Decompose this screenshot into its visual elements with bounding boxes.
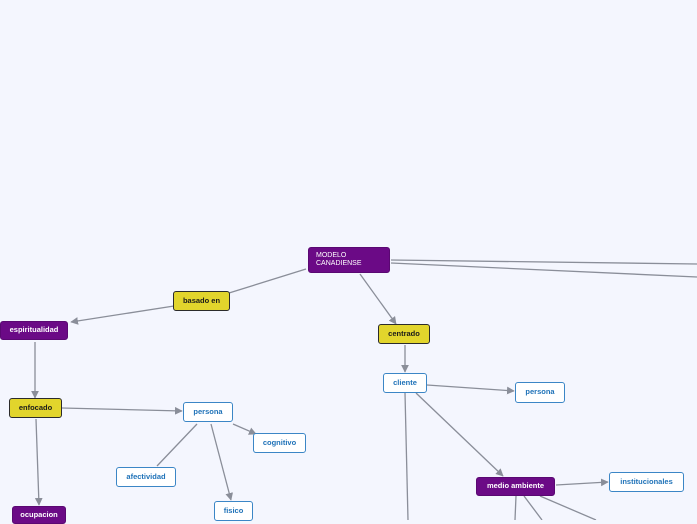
- edge-cliente-persona: [426, 384, 515, 395]
- node-fisico[interactable]: fisico: [214, 501, 253, 521]
- edge-cliente-medio: [415, 392, 504, 477]
- node-centrado[interactable]: centrado: [378, 324, 430, 344]
- edge-medio-down-3: [539, 495, 597, 520]
- node-cliente[interactable]: cliente: [383, 373, 427, 393]
- node-persona-right[interactable]: persona: [515, 382, 565, 403]
- edge-enfocado-persona: [61, 406, 183, 415]
- node-afectividad[interactable]: afectividad: [116, 467, 176, 487]
- edge-persona-fisico: [210, 423, 233, 501]
- edge-basado-espiritualidad: [70, 305, 175, 325]
- node-basado-en[interactable]: basado en: [173, 291, 230, 311]
- edge-root-centrado: [359, 273, 397, 325]
- root-node-modelo-canadiense[interactable]: MODELO CANADIENSE: [308, 247, 390, 273]
- edge-persona-cognitivo: [232, 423, 257, 435]
- edge-root-basado: [228, 268, 307, 294]
- edge-medio-down-2: [523, 495, 543, 520]
- edge-root-offscreen-1: [390, 259, 697, 265]
- node-cognitivo[interactable]: cognitivo: [253, 433, 306, 453]
- node-ocupacion[interactable]: ocupacion: [12, 506, 66, 524]
- edge-cliente-down: [404, 392, 409, 520]
- node-espiritualidad[interactable]: espiritualidad: [0, 321, 68, 340]
- edge-enfocado-ocupacion: [34, 418, 43, 506]
- node-institucionales[interactable]: institucionales: [609, 472, 684, 492]
- edge-persona-afectividad: [156, 423, 198, 467]
- edge-medio-institucionales: [555, 478, 609, 487]
- edge-root-offscreen-2: [390, 262, 697, 278]
- node-persona-left[interactable]: persona: [183, 402, 233, 422]
- node-enfocado[interactable]: enfocado: [9, 398, 62, 418]
- edge-medio-down-1: [514, 495, 517, 520]
- node-medio-ambiente[interactable]: medio ambiente: [476, 477, 555, 496]
